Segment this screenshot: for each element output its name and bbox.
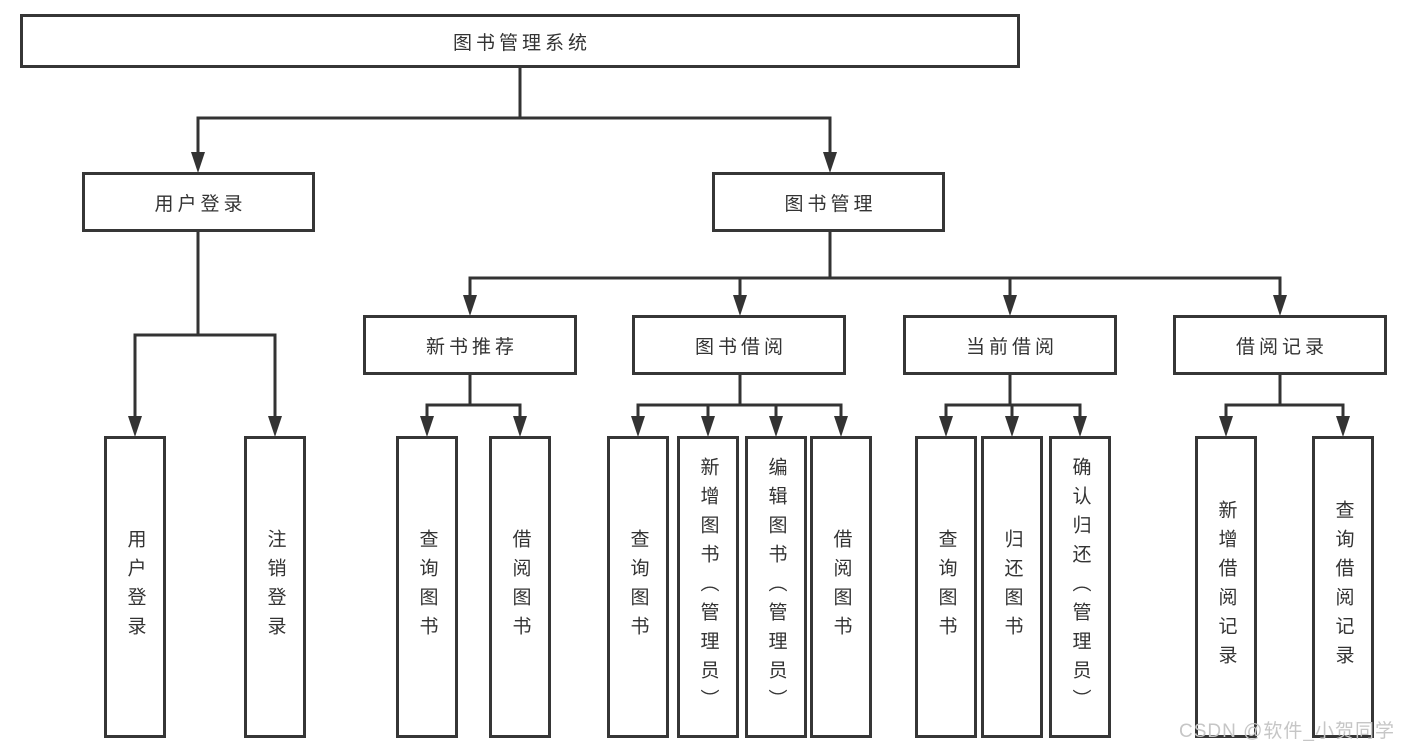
node-label: 查询图书	[416, 529, 438, 645]
node-leaf-rec-query-books: 查询图书	[396, 436, 458, 738]
csdn-watermark: CSDN @软件_小贺同学	[1179, 721, 1395, 742]
connector-borrow-to-leaves	[631, 373, 848, 437]
node-root-system: 图书管理系统	[20, 14, 1020, 68]
node-label: 借阅图书	[830, 529, 852, 645]
node-label: 查询借阅记录	[1332, 500, 1354, 674]
node-current-borrowing: 当前借阅	[903, 315, 1117, 375]
node-label: 查询图书	[935, 529, 957, 645]
node-leaf-bb-borrow-books: 借阅图书	[810, 436, 872, 738]
connector-records-to-leaves	[1219, 373, 1350, 437]
node-leaf-logout: 注销登录	[244, 436, 306, 738]
connector-current-to-leaves	[939, 373, 1087, 437]
node-label: 注销登录	[264, 529, 286, 645]
node-label: 当前借阅	[965, 336, 1058, 358]
node-label: 用户登录	[124, 529, 146, 645]
node-leaf-bb-add-books-admin: 新增图书（管理员）	[677, 436, 739, 738]
node-label: 新书推荐	[425, 336, 518, 358]
node-label: 用户登录	[154, 193, 247, 215]
node-label: 图书管理	[784, 193, 877, 215]
node-label: 图书管理系统	[452, 32, 591, 54]
node-borrowing-records: 借阅记录	[1173, 315, 1387, 375]
connector-bookmgmt-to-level3	[463, 230, 1287, 316]
node-leaf-cb-query-books: 查询图书	[915, 436, 977, 738]
node-label: 确认归还（管理员）	[1069, 456, 1091, 718]
node-leaf-user-login: 用户登录	[104, 436, 166, 738]
node-label: 图书借阅	[694, 336, 787, 358]
connector-login-to-leaves	[128, 230, 282, 437]
node-label: 查询图书	[627, 529, 649, 645]
node-book-management: 图书管理	[712, 172, 945, 232]
node-user-login: 用户登录	[82, 172, 315, 232]
node-leaf-cb-confirm-return-admin: 确认归还（管理员）	[1049, 436, 1111, 738]
node-label: 借阅图书	[509, 529, 531, 645]
node-leaf-cb-return-books: 归还图书	[981, 436, 1043, 738]
node-leaf-bb-edit-books-admin: 编辑图书（管理员）	[745, 436, 807, 738]
node-leaf-bb-query-books: 查询图书	[607, 436, 669, 738]
connector-root-to-level2	[191, 66, 837, 173]
node-label: 归还图书	[1001, 529, 1023, 645]
node-leaf-rec-borrow-books: 借阅图书	[489, 436, 551, 738]
connector-newrec-to-leaves	[420, 373, 527, 437]
node-book-borrowing: 图书借阅	[632, 315, 846, 375]
node-label: 新增图书（管理员）	[697, 456, 719, 718]
node-label: 编辑图书（管理员）	[765, 456, 787, 718]
node-label: 新增借阅记录	[1215, 500, 1237, 674]
node-label: 借阅记录	[1235, 336, 1328, 358]
node-leaf-br-add-record: 新增借阅记录	[1195, 436, 1257, 738]
node-leaf-br-query-record: 查询借阅记录	[1312, 436, 1374, 738]
node-new-book-recommendation: 新书推荐	[363, 315, 577, 375]
